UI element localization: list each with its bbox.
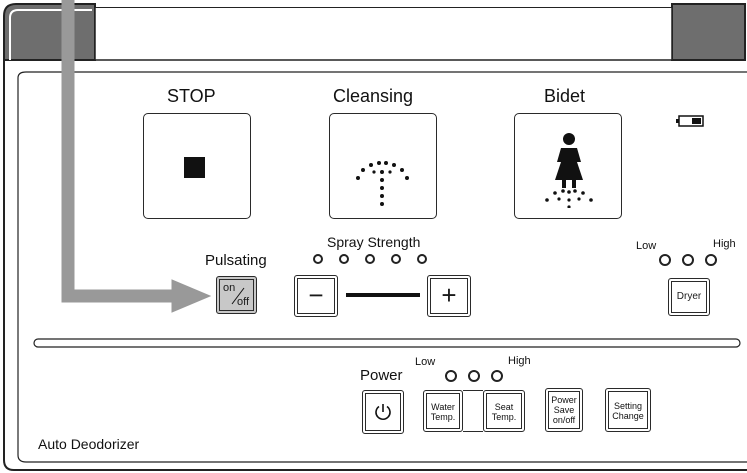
setting-change-line1: Setting: [613, 401, 643, 411]
dryer-high-label: High: [713, 238, 736, 250]
pulsating-off-text: off: [237, 296, 250, 308]
power-save-line1: Power: [551, 395, 577, 405]
temp-button-connector: [463, 390, 483, 432]
temp-led-3: [491, 370, 503, 382]
dryer-led-1: [659, 254, 671, 266]
cleansing-button[interactable]: [329, 113, 437, 219]
spray-strength-label: Spray Strength: [327, 234, 421, 250]
spray-strength-led-5: [417, 254, 427, 264]
power-icon: [375, 404, 391, 420]
seat-temp-line1: Seat: [494, 402, 514, 412]
power-save-line2: Save: [553, 405, 575, 415]
stop-button[interactable]: [143, 113, 251, 219]
spray-strength-led-3: [365, 254, 375, 264]
power-button[interactable]: [362, 390, 404, 434]
woman-spray-icon: [545, 133, 593, 208]
stop-label: STOP: [167, 86, 216, 106]
water-temp-line1: Water: [431, 402, 455, 412]
temp-led-2: [468, 370, 480, 382]
seat-temp-button[interactable]: Seat Temp.: [483, 390, 525, 432]
slash-divider: [231, 287, 245, 305]
bidet-button[interactable]: [514, 113, 622, 219]
temp-low-label: Low: [415, 356, 436, 368]
bidet-label: Bidet: [544, 86, 586, 106]
pulsating-label: Pulsating: [205, 252, 267, 269]
auto-deodorizer-label: Auto Deodorizer: [38, 436, 140, 452]
setting-change-line2: Change: [612, 411, 644, 421]
setting-change-button[interactable]: Setting Change: [605, 388, 651, 432]
pulsating-on-text: on: [223, 282, 236, 294]
spray-fountain-icon: [356, 161, 409, 206]
power-label: Power: [360, 367, 403, 384]
pulsating-button[interactable]: on off: [216, 276, 257, 314]
dryer-led-2: [682, 254, 694, 266]
spray-strength-led-2: [339, 254, 349, 264]
spray-plus-button[interactable]: +: [427, 275, 471, 317]
power-save-line3: on/off: [552, 415, 576, 425]
minus-symbol: −: [308, 280, 324, 310]
temp-led-1: [445, 370, 457, 382]
water-temp-button[interactable]: Water Temp.: [423, 390, 463, 432]
dryer-button[interactable]: Dryer: [668, 278, 710, 316]
spray-strength-bar: [346, 293, 420, 297]
plus-symbol: +: [441, 280, 457, 310]
square-stop-icon: [184, 157, 205, 178]
dryer-led-3: [705, 254, 717, 266]
dryer-low-label: Low: [636, 240, 657, 252]
cleansing-label: Cleansing: [333, 86, 414, 106]
dryer-button-label: Dryer: [676, 291, 702, 302]
spray-strength-led-4: [391, 254, 401, 264]
spray-strength-led-1: [313, 254, 323, 264]
water-temp-line2: Temp.: [430, 412, 456, 422]
temp-high-label: High: [508, 355, 531, 367]
seat-temp-line2: Temp.: [491, 412, 517, 422]
battery-icon: [676, 115, 704, 127]
spray-minus-button[interactable]: −: [294, 275, 338, 317]
power-save-button[interactable]: Power Save on/off: [545, 388, 583, 432]
